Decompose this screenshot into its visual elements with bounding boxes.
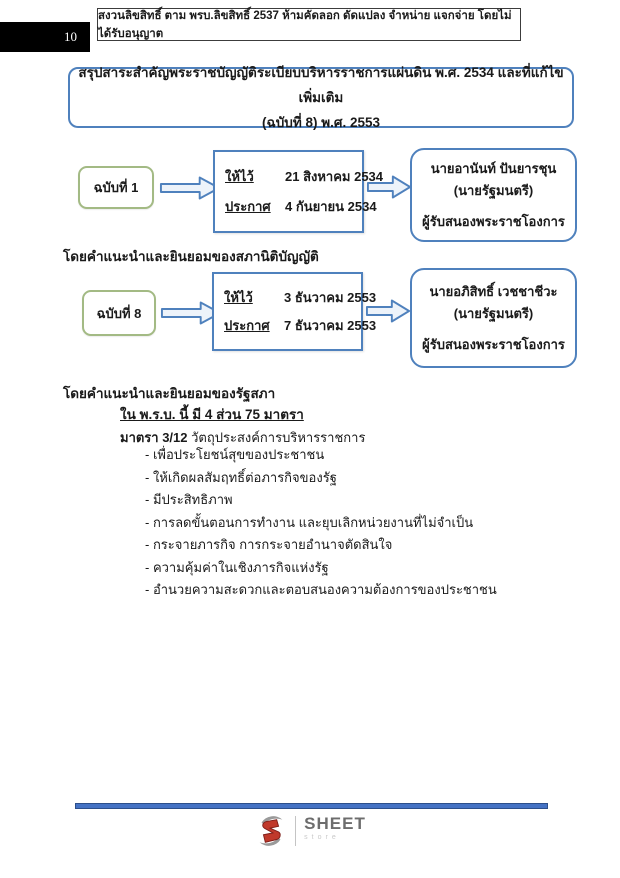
announced-label: ประกาศ — [224, 318, 270, 333]
list-item: - ความคุ้มค่าในเชิงภารกิจแห่งรัฐ — [145, 559, 329, 575]
title-line-1: สรุปสาระสำคัญพระราชบัญญัติระเบียบบริหารร… — [78, 65, 564, 105]
act-structure-heading: ใน พ.ร.บ. นี้ มี 4 ส่วน 75 มาตรา — [120, 407, 304, 422]
logo-text: SHEET store — [304, 814, 366, 842]
given-date-row: ให้ไว้ 3 ธันวาคม 2553 — [224, 287, 376, 308]
edition-8-label: ฉบับที่ 8 — [96, 305, 142, 321]
copyright-notice-box: สงวนลิขสิทธิ์ ตาม พรบ.ลิขสิทธิ์ 2537 ห้า… — [97, 8, 521, 41]
logo-divider — [295, 816, 297, 846]
list-item: - มีประสิทธิภาพ — [145, 492, 233, 507]
sheet-store-s-icon — [254, 814, 288, 848]
signer-role: ผู้รับสนองพระราชโองการ — [422, 336, 565, 352]
right-arrow-icon — [366, 174, 412, 200]
brand-name: SHEET — [304, 814, 366, 833]
given-date: 21 สิงหาคม 2534 — [285, 169, 384, 185]
row-8-note: โดยคำแนะนำและยินยอมของรัฐสภา — [63, 386, 276, 401]
title-line-2: (ฉบับที่ 8) พ.ศ. 2553 — [262, 115, 380, 130]
given-date-row: ให้ไว้ 21 สิงหาคม 2534 — [225, 166, 383, 187]
brand-subtitle: store — [304, 834, 340, 841]
given-label: ให้ไว้ — [224, 290, 253, 305]
signer-name: นายอภิสิทธิ์ เวชชาชีวะ — [429, 283, 558, 299]
announced-date: 7 ธันวาคม 2553 — [284, 318, 377, 333]
list-item: - ให้เกิดผลสัมฤทธิ์ต่อภารกิจของรัฐ — [145, 469, 337, 485]
signer-title: (นายรัฐมนตรี) — [453, 182, 534, 198]
list-item: - กระจายภารกิจ การกระจายอำนาจตัดสินใจ — [145, 537, 393, 552]
section-title: วัตถุประสงค์การบริหารราชการ — [187, 430, 366, 445]
page-number: 10 — [64, 29, 77, 44]
row-1-note: โดยคำแนะนำและยินยอมของสภานิติบัญญัติ — [63, 249, 319, 264]
edition-1-label: ฉบับที่ 1 — [93, 180, 139, 195]
document-title-box: สรุปสาระสำคัญพระราชบัญญัติระเบียบบริหารร… — [68, 65, 574, 130]
section-3-12-line: มาตรา 3/12 วัตถุประสงค์การบริหารราชการ — [120, 427, 365, 448]
right-arrow-icon — [160, 300, 222, 326]
footer-divider-bar — [75, 803, 548, 809]
list-item: - อำนวยความสะดวกและตอบสนองความต้องการของ… — [145, 582, 497, 597]
given-date: 3 ธันวาคม 2553 — [284, 290, 377, 305]
announced-date-row: ประกาศ 4 กันยายน 2534 — [225, 196, 377, 217]
copyright-text: สงวนลิขสิทธิ์ ตาม พรบ.ลิขสิทธิ์ 2537 ห้า… — [98, 9, 512, 40]
sheet-store-logo: SHEET store — [0, 814, 620, 848]
signer-role: ผู้รับสนองพระราชโองการ — [422, 213, 565, 229]
signer-8-box: นายอภิสิทธิ์ เวชชาชีวะ (นายรัฐมนตรี) ผู้… — [410, 268, 577, 368]
announced-label: ประกาศ — [225, 198, 271, 214]
edition-8-box: ฉบับที่ 8 — [82, 290, 156, 336]
list-item: - เพื่อประโยชน์สุขของประชาชน — [145, 447, 325, 462]
announced-date-row: ประกาศ 7 ธันวาคม 2553 — [224, 315, 376, 336]
dates-1-box: ให้ไว้ 21 สิงหาคม 2534 ประกาศ 4 กันยายน … — [213, 150, 383, 233]
given-label: ให้ไว้ — [225, 169, 254, 185]
edition-1-box: ฉบับที่ 1 — [78, 166, 154, 209]
signer-title: (นายรัฐมนตรี) — [453, 305, 534, 321]
right-arrow-icon — [159, 175, 221, 201]
page-number-tab: 10 — [0, 22, 90, 52]
signer-1-box: นายอานันท์ ปันยารชุน (นายรัฐมนตรี) ผู้รั… — [410, 148, 577, 242]
section-number: มาตรา 3/12 — [120, 430, 188, 445]
signer-name: นายอานันท์ ปันยารชุน — [430, 160, 557, 176]
dates-8-box: ให้ไว้ 3 ธันวาคม 2553 ประกาศ 7 ธันวาคม 2… — [212, 272, 376, 351]
right-arrow-icon — [365, 298, 411, 324]
objectives-list: - เพื่อประโยชน์สุขของประชาชน - ให้เกิดผล… — [145, 444, 565, 602]
list-item: - การลดขั้นตอนการทำงาน และยุบเลิกหน่วยงา… — [145, 514, 474, 530]
announced-date: 4 กันยายน 2534 — [285, 198, 377, 214]
